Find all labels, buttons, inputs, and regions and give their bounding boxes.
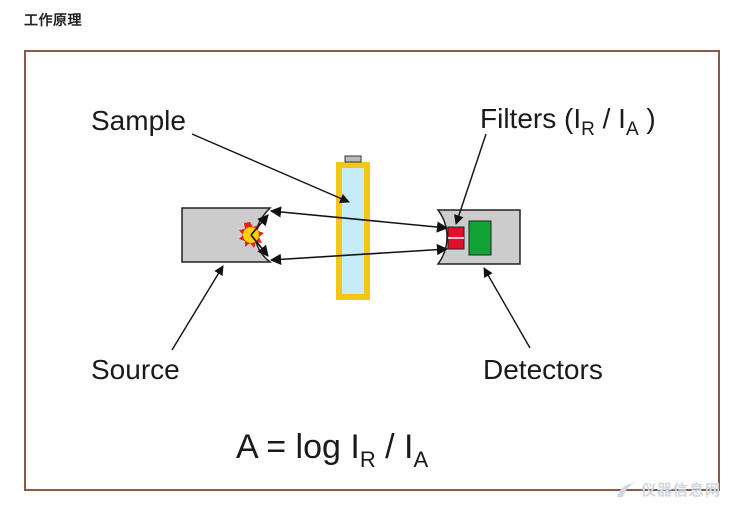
page-title: 工作原理: [24, 13, 82, 29]
diagram-frame: [24, 50, 720, 491]
sample-label: Sample: [91, 105, 186, 136]
working-principle-diagram: Sample Source Detectors Filters (IR / IA…: [91, 103, 656, 472]
equation-lhs: A = log I: [236, 428, 360, 466]
filters-label-suffix: ): [639, 103, 656, 134]
watermark-logo-icon: [616, 482, 635, 497]
equation-sub-r: R: [360, 447, 376, 472]
detector-icon: [468, 220, 492, 256]
filters-label-prefix: Filters (I: [480, 103, 581, 134]
label-pointer-arrows: [171, 133, 531, 351]
equation-sub-a: A: [414, 447, 429, 472]
filters-label-sub-a: A: [626, 119, 639, 140]
filters-label-sub-r: R: [581, 119, 595, 140]
source-label: Source: [91, 354, 180, 385]
detectors-label: Detectors: [483, 354, 603, 385]
watermark-text: 仪器信息网: [640, 481, 721, 499]
watermark: 仪器信息网: [615, 479, 721, 500]
sample-cell: [336, 155, 370, 300]
filters-label-mid: / I: [595, 103, 626, 134]
equation-mid: / I: [376, 428, 414, 466]
filters-icon: [447, 226, 465, 250]
light-beam-arrows: [250, 206, 449, 265]
equation: A = log IR / IA: [236, 428, 429, 472]
filters-label: Filters (IR / IA ): [480, 103, 656, 140]
